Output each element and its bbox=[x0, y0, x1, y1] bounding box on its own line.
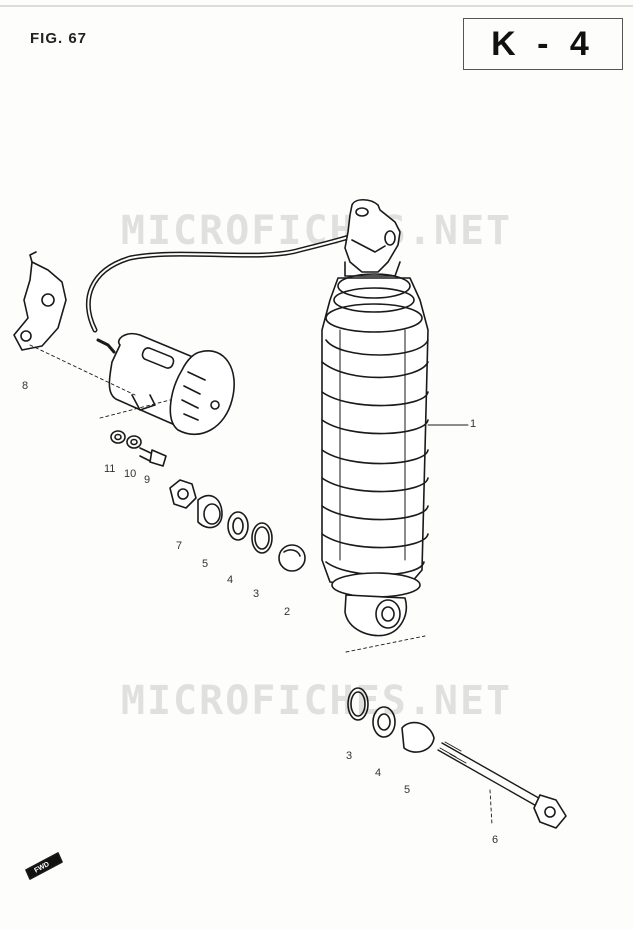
callout-11: 11 bbox=[104, 463, 116, 475]
callout-5-lower: 5 bbox=[404, 784, 411, 796]
part-3-ring-lower bbox=[347, 687, 369, 721]
fwd-arrow-icon bbox=[25, 852, 63, 880]
page-code-box: K - 4 bbox=[463, 18, 623, 70]
leader-lines bbox=[29, 344, 493, 826]
callout-2: 2 bbox=[284, 606, 291, 618]
part-5-collar-upper bbox=[197, 494, 223, 529]
part-4-bearing-upper bbox=[227, 511, 249, 541]
part-5-collar-lower bbox=[401, 721, 435, 753]
part-9-bolt bbox=[139, 447, 167, 467]
callout-9: 9 bbox=[144, 474, 151, 486]
callout-4-lower: 4 bbox=[375, 767, 382, 779]
callout-7: 7 bbox=[176, 540, 183, 552]
reservoir-bracket bbox=[13, 251, 67, 351]
shock-lower-eye bbox=[344, 594, 407, 637]
watermark-bottom: MICROFICHES.NET bbox=[120, 678, 513, 724]
shock-top-mount bbox=[344, 198, 401, 277]
part-4-bearing-lower bbox=[372, 706, 396, 738]
part-6-bolt bbox=[437, 741, 567, 829]
callout-5-upper: 5 bbox=[202, 558, 209, 570]
callout-4-upper: 4 bbox=[227, 574, 234, 586]
callout-1: 1 bbox=[470, 418, 477, 430]
callout-8: 8 bbox=[22, 380, 29, 392]
figure-label: FIG. 67 bbox=[30, 30, 88, 47]
part-11-washer bbox=[110, 430, 126, 444]
callout-3-lower: 3 bbox=[346, 750, 353, 762]
shock-spring-assembly bbox=[321, 273, 429, 598]
remote-reservoir bbox=[96, 332, 235, 435]
part-7-nut bbox=[169, 479, 197, 509]
part-2-spacer bbox=[278, 544, 306, 572]
reservoir-hose bbox=[85, 233, 355, 333]
callout-10: 10 bbox=[124, 468, 137, 480]
callout-6: 6 bbox=[492, 834, 499, 846]
callout-3-upper: 3 bbox=[253, 588, 260, 600]
part-10-washer bbox=[126, 435, 142, 449]
part-3-ring-upper bbox=[251, 522, 273, 554]
